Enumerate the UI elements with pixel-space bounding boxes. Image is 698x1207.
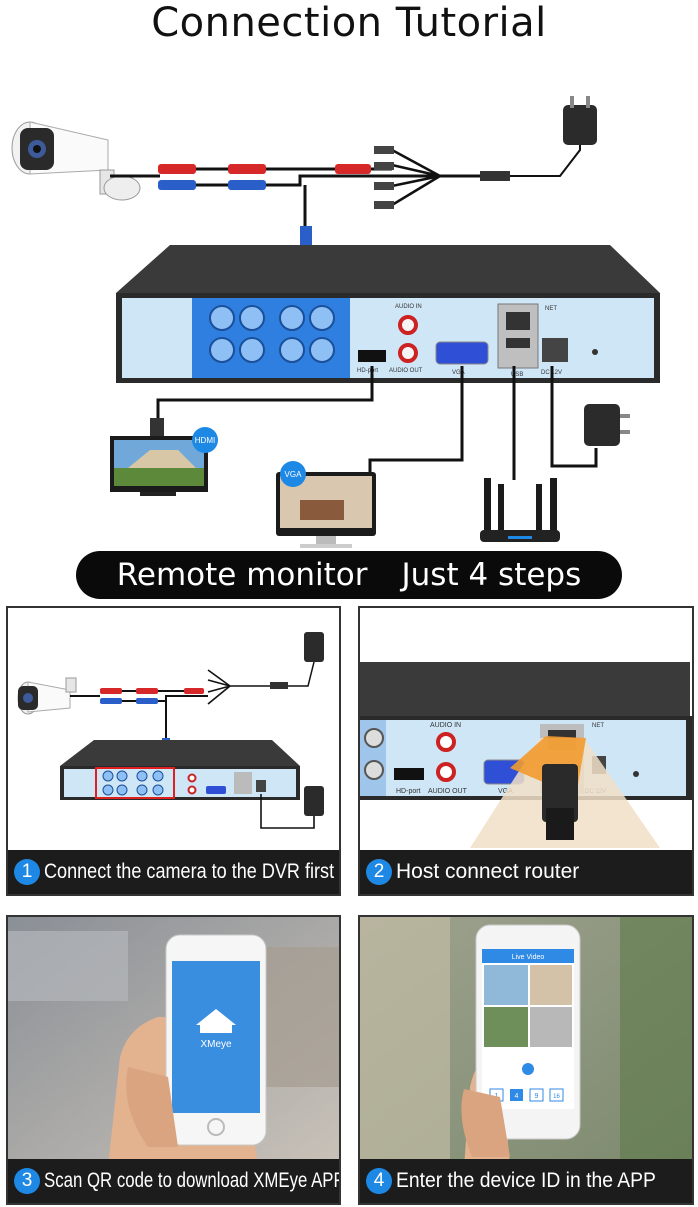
step-1-caption: 1 Connect the camera to the DVR first <box>8 850 339 894</box>
bullet-camera <box>11 121 141 201</box>
step-4-caption: 4 Enter the device ID in the APP <box>360 1159 692 1203</box>
step-1-panel: 1 Connect the camera to the DVR first <box>6 606 341 896</box>
step-4-text: Enter the device ID in the APP <box>396 1169 656 1192</box>
step-2-caption: 2 Host connect router <box>360 850 692 894</box>
net-label: NET <box>545 306 557 312</box>
vga-badge: VGA <box>285 470 303 479</box>
step-2-text: Host connect router <box>396 860 580 883</box>
hdmi-port-label: HD-port <box>357 368 378 374</box>
step-2-panel: AUDIO IN AUDIO OUT HD-port VGA NET DC 12… <box>358 606 694 896</box>
banner-text-remote: Remote monitor <box>116 557 368 593</box>
step2-hdmi-label: HD-port <box>396 788 421 795</box>
grid-button-16[interactable]: 16 <box>553 1094 560 1100</box>
xmeye-app-name: XMeye <box>200 1039 232 1050</box>
banner-text-steps: Just 4 steps <box>401 557 582 593</box>
step-2-illustration: AUDIO IN AUDIO OUT HD-port VGA NET DC 12… <box>360 662 692 848</box>
step-3-caption: 3 Scan QR code to download XMEye APP <box>8 1159 339 1203</box>
camera-cable <box>110 142 581 248</box>
step-3-text: Scan QR code to download XMEye APP <box>44 1169 341 1192</box>
router <box>480 478 560 542</box>
step-1-text: Connect the camera to the DVR first <box>44 860 335 883</box>
step-2-number: 2 <box>366 859 392 885</box>
hdmi-badge: HDMI <box>195 436 215 445</box>
connection-diagram: AUDIO IN AUDIO OUT HD-port VGA USB NET D… <box>11 96 660 548</box>
step-4-illustration: Live Video 1 4 9 16 <box>360 917 692 1163</box>
step2-vga-label: VGA <box>498 788 513 795</box>
live-video-title: Live Video <box>512 954 545 961</box>
dvr-recorder: AUDIO IN AUDIO OUT HD-port VGA USB NET D… <box>116 245 660 383</box>
page-title: Connection Tutorial <box>151 0 547 46</box>
step2-net-label: NET <box>592 723 604 729</box>
remote-monitor-banner: Remote monitor Just 4 steps <box>76 551 622 599</box>
step2-audio-in-label: AUDIO IN <box>430 722 461 729</box>
step-4-panel: Live Video 1 4 9 16 4 Enter the device I… <box>358 915 694 1205</box>
step-3-panel: XMeye 3 Scan QR code to download XMEye A… <box>6 915 341 1205</box>
step-1-illustration <box>17 632 324 829</box>
audio-out-label: AUDIO OUT <box>389 368 423 374</box>
hdmi-tv: HDMI <box>110 418 218 496</box>
step-1-number: 1 <box>14 859 40 885</box>
power-adapter-top <box>563 96 597 145</box>
output-cables <box>156 366 598 480</box>
step-4-number: 4 <box>366 1168 392 1194</box>
grid-button-9[interactable]: 9 <box>535 1093 539 1100</box>
grid-button-4[interactable]: 4 <box>515 1093 519 1100</box>
vga-port-label: VGA <box>452 370 465 376</box>
usb-port-label: USB <box>511 372 523 378</box>
step2-audio-out-label: AUDIO OUT <box>428 788 468 795</box>
step-3-number: 3 <box>14 1168 40 1194</box>
step-3-illustration: XMeye <box>8 917 339 1163</box>
audio-in-label: AUDIO IN <box>395 304 422 310</box>
vga-monitor: VGA <box>276 461 376 548</box>
power-adapter-bottom <box>584 404 630 446</box>
